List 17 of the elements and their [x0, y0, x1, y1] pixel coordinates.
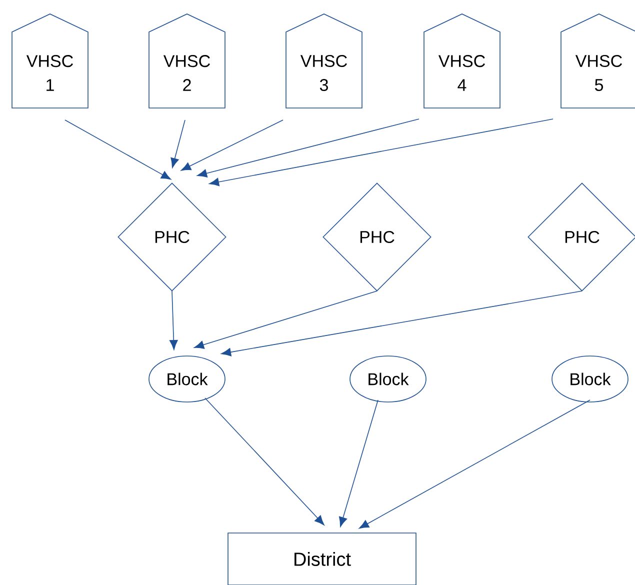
health-center-house: VHSC 1 [12, 14, 88, 108]
arrow [204, 398, 324, 526]
arrow [170, 120, 186, 168]
arrow [221, 290, 582, 356]
arrow [209, 118, 554, 186]
arrow [339, 400, 378, 527]
district-box: District [228, 532, 416, 585]
health-center-house: VHSC 5 [560, 14, 635, 108]
health-center-house: VHSC 2 [148, 14, 226, 108]
arrow [64, 120, 172, 180]
health-center-house: VHSC 4 [424, 14, 500, 108]
arrow [180, 120, 284, 171]
arrow [194, 290, 378, 349]
arrow [358, 400, 590, 529]
arrow [197, 118, 420, 178]
arrow [169, 290, 178, 350]
health-center-house: VHSC 3 [286, 14, 362, 108]
